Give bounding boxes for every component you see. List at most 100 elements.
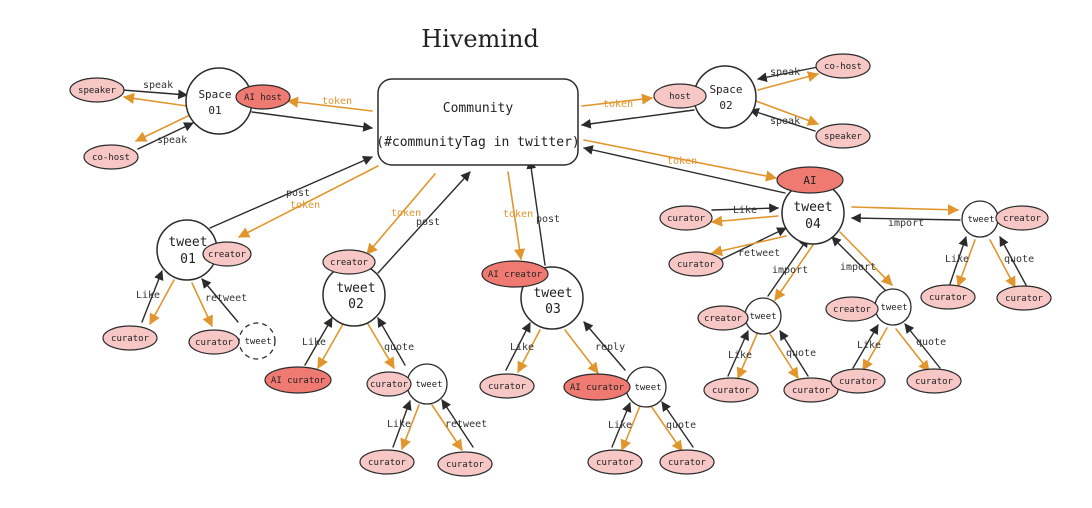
edge-reply-tweet03 <box>583 321 626 371</box>
pill-curator-imp2-quote: curator <box>783 377 839 403</box>
edge-tweet03-curator-token <box>517 329 541 373</box>
svg-text:curator: curator <box>596 458 635 468</box>
pill-cohost-space02: co-host <box>815 53 871 79</box>
pill-curator-tweet04-like: curator <box>659 205 713 231</box>
svg-text:curator: curator <box>677 260 716 270</box>
svg-text:curator: curator <box>712 386 751 396</box>
edge-community-space01-token <box>286 96 373 112</box>
svg-text:creator: creator <box>704 314 743 324</box>
pill-creator-imp1: creator <box>995 205 1049 231</box>
label-like-tweet01: Like <box>136 290 160 301</box>
pill-curator-tweetq-retweet: curator <box>437 451 493 477</box>
svg-text:creator: creator <box>833 305 872 315</box>
edge-curator-imp2-quote <box>779 330 809 377</box>
tweet-reply-node: tweet <box>625 366 667 408</box>
label-retweet-tweet01: retweet <box>205 293 247 304</box>
label-retweet-tweet04: retweet <box>738 248 780 259</box>
label-like-tweetr: Like <box>608 420 632 431</box>
svg-text:curator: curator <box>792 386 831 396</box>
svg-text:curator: curator <box>488 382 527 392</box>
label-token-tweet04: token <box>667 156 697 167</box>
edge-tweet01-community <box>209 156 373 229</box>
edge-tweetr-curator-token <box>620 405 641 452</box>
tweet-import1-node: tweet <box>961 200 999 238</box>
pill-curator-tweet01-like: curator <box>102 325 158 351</box>
edge-imp3-curator-token <box>862 327 888 371</box>
pill-curator-tweetq-like: curator <box>359 449 415 475</box>
label-like-tweet02: Like <box>302 337 326 348</box>
label-speak-space01b: speak <box>157 135 187 146</box>
community-tag: (#communityTag in twitter) <box>376 135 580 150</box>
edge-tweetimp2-tweet04-import <box>767 237 809 297</box>
tweet-import2-label: tweet <box>749 312 776 322</box>
pill-curator-tweet04-retweet: curator <box>668 251 724 277</box>
edge-curator-imp3-quote <box>904 323 941 369</box>
edge-space01-cohost-token <box>134 114 191 142</box>
edge-cohost-space01 <box>137 122 194 150</box>
edge-curator-imp2-like <box>727 330 749 377</box>
edge-retweet-tweet01 <box>201 278 239 323</box>
edge-tweet03-aicurator-token <box>564 329 599 374</box>
svg-text:curator: curator <box>370 380 409 390</box>
pill-creator-tweet01: creator <box>202 241 252 267</box>
edge-tweet04-curator-token <box>710 215 779 227</box>
tweet-import2-node: tweet <box>744 297 782 335</box>
svg-text:curator: curator <box>368 458 407 468</box>
edge-tweet02-aicurator-token <box>317 323 344 369</box>
pill-curator-tweet03-like: curator <box>479 373 535 399</box>
tweet-import3-label: tweet <box>880 303 907 313</box>
edge-community-tweet01-token <box>238 165 379 238</box>
edge-quote-tweet02 <box>377 317 406 366</box>
edge-tweet04-curator2-token <box>710 235 787 257</box>
edge-curator-tweetr-quote <box>661 401 694 448</box>
edge-tweet03-community <box>526 159 546 266</box>
svg-text:creator: creator <box>1003 214 1042 224</box>
tweet-retweet-label: tweet <box>244 337 271 347</box>
svg-text:creator: creator <box>208 250 247 260</box>
edge-tweet02-quote-token <box>367 323 395 369</box>
edge-tweetr-curator2-token <box>650 405 683 452</box>
svg-text:curator: curator <box>839 377 878 387</box>
space02-number: 02 <box>719 99 732 112</box>
edge-tweetq-curator-token <box>400 404 420 451</box>
pill-curator-quote-tweet02: curator <box>366 371 412 397</box>
pill-ai-host: AI host <box>235 84 291 110</box>
diagram-title: Hivemind <box>421 25 539 53</box>
label-reply-tweet03: reply <box>595 342 625 353</box>
svg-text:creator: creator <box>330 258 369 268</box>
edge-tweetimp3-tweet04-import <box>831 236 886 291</box>
edge-community-tweet02-token <box>366 173 436 255</box>
svg-text:AI creator: AI creator <box>488 270 543 280</box>
space02-node: Space 02 <box>693 65 757 129</box>
pill-curator-tweet01-retweet: curator <box>188 329 240 355</box>
label-like-tweet03: Like <box>510 342 534 353</box>
svg-text:co-host: co-host <box>824 62 862 72</box>
pill-curator-imp1-like: curator <box>920 284 976 310</box>
label-import-imp2: import <box>772 265 808 276</box>
label-speak-space02a: speak <box>770 67 800 78</box>
pill-creator-imp3: creator <box>825 296 879 322</box>
edge-curator-tweet04-retweet <box>715 227 787 263</box>
label-speak-space01a: speak <box>143 80 173 91</box>
tweet-quote-label: tweet <box>415 380 442 390</box>
edge-cohost-space02 <box>757 66 819 83</box>
label-like-imp2: Like <box>728 350 752 361</box>
pill-curator-imp1-quote: curator <box>996 285 1052 311</box>
edge-tweet04-tweetimp3-token <box>839 231 893 286</box>
space01-number: 01 <box>208 104 221 117</box>
label-like-imp1: Like <box>945 254 969 265</box>
label-quote-imp3: quote <box>916 337 946 348</box>
tweet-quote-node: tweet <box>406 363 448 405</box>
svg-text:host: host <box>669 92 691 102</box>
label-quote-tweet02: quote <box>384 342 414 353</box>
label-import-imp1: import <box>888 218 924 229</box>
pill-curator-imp3-quote: curator <box>906 368 962 394</box>
edge-tweet04-community <box>583 145 786 194</box>
edge-curator-imp1-like <box>949 236 968 285</box>
label-quote-imp2: quote <box>786 348 816 359</box>
label-token-space02: token <box>603 99 633 110</box>
edge-curator-imp1-quote <box>999 236 1027 286</box>
label-token-tweet01: token <box>290 200 320 211</box>
edge-speaker-space01 <box>121 89 188 100</box>
edge-tweet04-tweetimp1-token <box>851 204 960 216</box>
